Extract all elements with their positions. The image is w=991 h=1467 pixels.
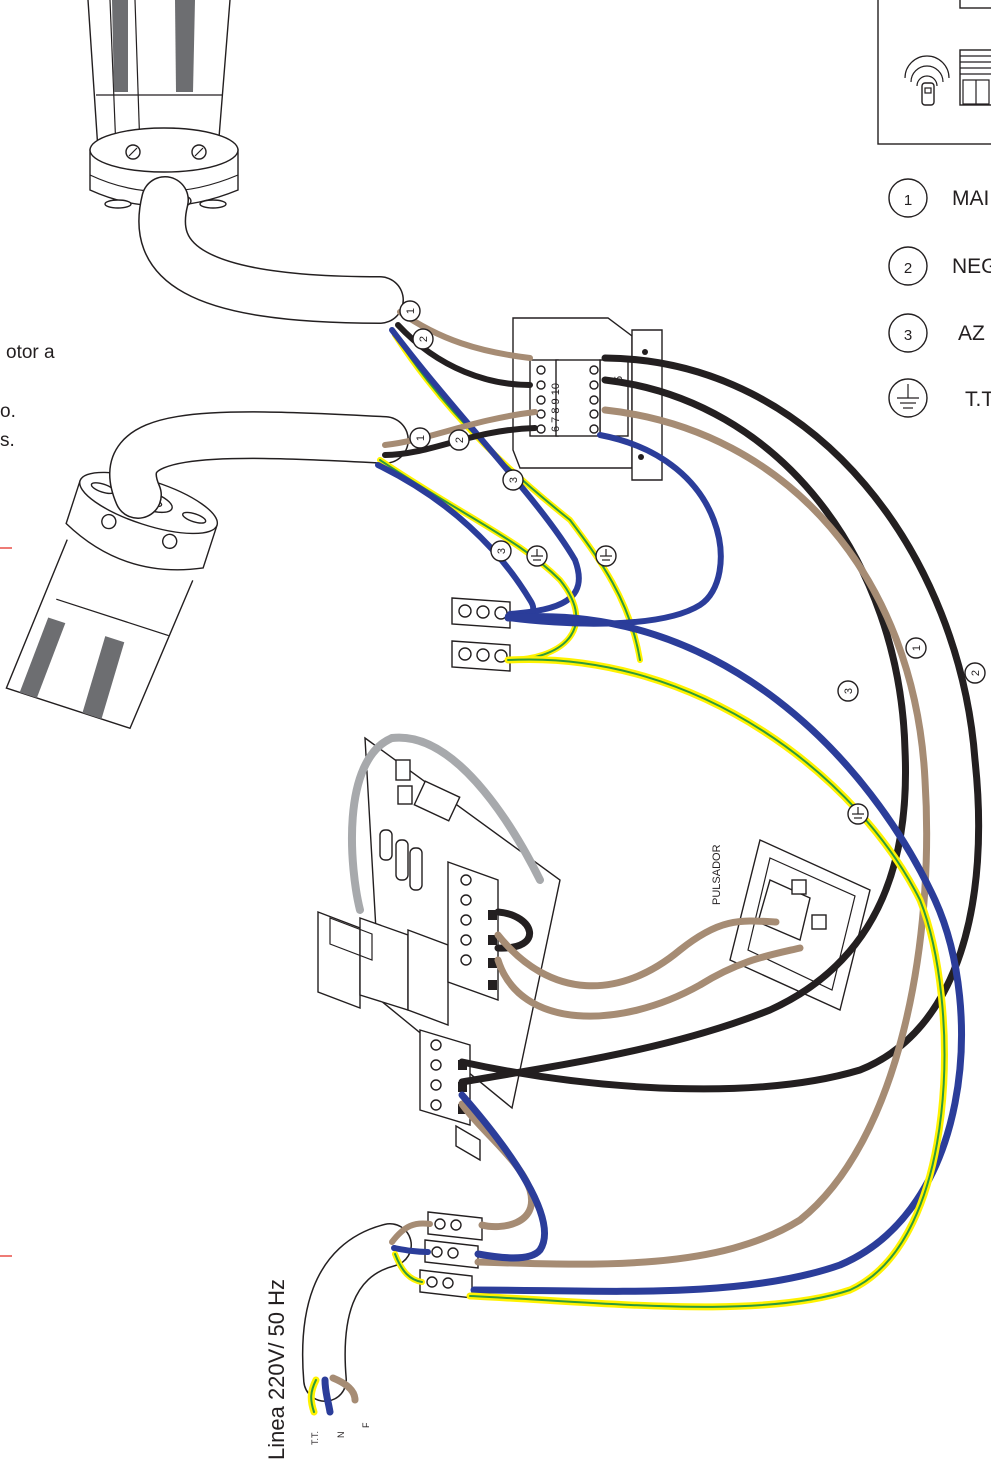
adjust-screw-icon: [101, 513, 117, 530]
junction-box: 6 7 8 9 10 5: [512, 317, 663, 481]
wire-markers: 1 2 1 2 3 3 3 1: [399, 300, 986, 825]
marker-m2-brown: [409, 427, 431, 449]
legend-text-4: T.T: [965, 388, 991, 411]
remote-icon: [904, 55, 950, 106]
f-label: F: [361, 1422, 371, 1428]
legend-text-2: NEG: [952, 255, 991, 278]
terminal-block-blue: [451, 597, 511, 629]
legend-symbol-3: [888, 313, 928, 353]
legend-num-2: 2: [904, 260, 912, 277]
svg-text:1: 1: [415, 435, 427, 441]
wire-push-2: [494, 944, 804, 1020]
marker-black-long: [964, 662, 986, 684]
svg-text:3: 3: [843, 688, 855, 694]
wire-brown-long: [474, 406, 931, 1268]
side-text-line-1: otor a: [6, 342, 55, 363]
legend-list: 1 MAI 2 NEG 3 AZ T.T: [888, 178, 991, 418]
legend-symbol-1: [888, 178, 928, 218]
cable-sheaths: [109, 176, 412, 1402]
svg-text:2: 2: [454, 437, 466, 443]
wire-black-long: [458, 354, 983, 1093]
push-button: [729, 839, 871, 1011]
legend-panel: [877, 0, 991, 145]
side-text-line-3: s.: [0, 430, 15, 451]
marker-brown-long: [905, 637, 927, 659]
svg-text:2: 2: [970, 670, 982, 676]
legend-symbol-2: [888, 246, 928, 286]
terminal-block-ground: [451, 640, 511, 672]
motor-1: [87, 0, 239, 210]
wire-push-1: [494, 917, 780, 990]
svg-text:2: 2: [418, 336, 430, 342]
legend-text-3: AZ: [958, 322, 985, 345]
wire-m2-brown: [382, 409, 538, 448]
ground-marker-icon: [595, 545, 617, 567]
legend-text-1: MAI: [952, 187, 989, 210]
legend-num-3: 3: [904, 327, 912, 344]
marker-m1-black: [412, 328, 434, 350]
adjust-screw-icon: [162, 533, 178, 550]
pulsador-label: PULSADOR: [711, 844, 723, 905]
svg-text:3: 3: [508, 477, 520, 483]
terminal-numbers: 6 7 8 9 10: [550, 383, 562, 432]
wires: [307, 309, 983, 1416]
ground-marker-icon: [526, 545, 548, 567]
marker-blue-long: [837, 680, 859, 702]
marker-m1-brown: [399, 300, 421, 322]
n-label: N: [336, 1432, 346, 1439]
tt-label: T.T.: [310, 1431, 320, 1445]
blind-icon: [959, 49, 991, 106]
legend-num-1: 1: [904, 192, 912, 209]
marker-blue-b: [490, 540, 512, 562]
svg-text:3: 3: [496, 548, 508, 554]
ground-marker-icon: [847, 803, 869, 825]
motor-2: [5, 471, 219, 730]
marker-blue-a: [502, 469, 524, 491]
side-text-line-2: o.: [0, 401, 16, 422]
svg-text:1: 1: [911, 645, 923, 651]
control-board: [317, 736, 561, 1162]
linea-label: Linea 220V/ 50 Hz: [264, 1279, 289, 1460]
marker-m2-black: [448, 429, 470, 451]
wire-blue-long: [470, 613, 965, 1295]
svg-text:1: 1: [405, 308, 417, 314]
